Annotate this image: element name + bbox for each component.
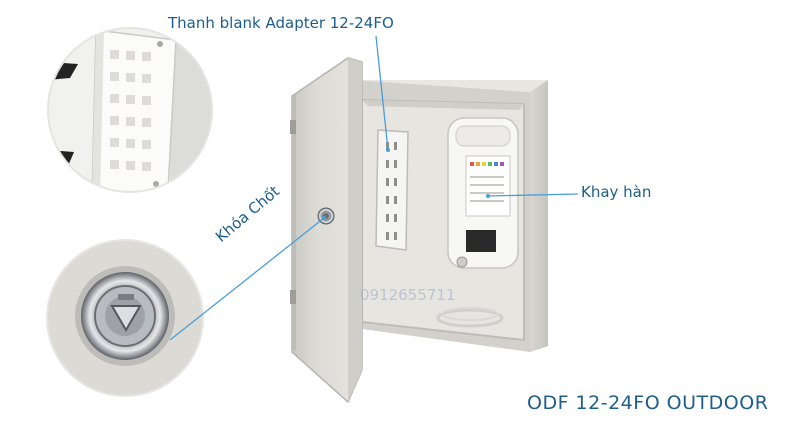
odf-cabinet — [290, 57, 548, 404]
phone-watermark: 0912655711 — [360, 286, 456, 304]
label-splice-tray: Khay hàn — [581, 183, 652, 201]
callout-line-adapter — [375, 35, 389, 151]
product-title: ODF 12-24FO OUTDOOR — [527, 392, 769, 414]
zoom-circle-latch-lock — [46, 239, 204, 397]
callout-lines — [169, 35, 579, 341]
callout-line-khoa-chot — [169, 217, 325, 341]
zoom-circle-adapter-blank — [47, 27, 213, 193]
label-adapter-blank: Thanh blank Adapter 12-24FO — [168, 14, 394, 32]
callout-line-khay-han — [487, 193, 579, 197]
